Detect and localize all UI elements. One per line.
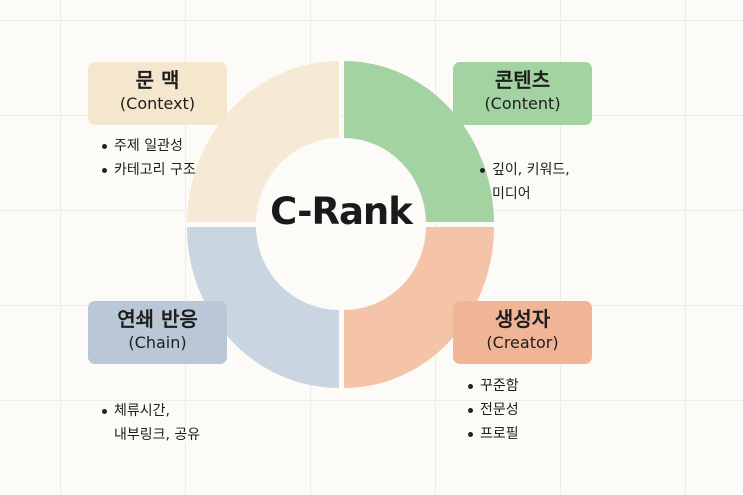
content-bullets: 깊이, 키워드, 미디어 — [478, 134, 570, 230]
creator-title: 생성자 — [494, 307, 551, 331]
chain-subtitle: (Chain) — [128, 333, 187, 352]
list-item: 꾸준함 — [466, 374, 519, 398]
context-subtitle: (Context) — [119, 94, 196, 113]
card-context: 문 맥 (Context) — [88, 62, 227, 125]
card-creator: 생성자 (Creator) — [453, 301, 592, 364]
chain-bullets: 체류시간, 내부링크, 공유 — [100, 375, 200, 471]
list-item: 전문성 — [466, 398, 519, 422]
ring-segment-chain — [187, 227, 339, 388]
context-bullets: 주제 일관성 카테고리 구조 — [100, 134, 196, 182]
card-chain: 연쇄 반응 (Chain) — [88, 301, 227, 364]
creator-bullets: 꾸준함 전문성 프로필 — [466, 374, 519, 446]
list-item: 프로필 — [466, 422, 519, 446]
list-item: 카테고리 구조 — [100, 158, 196, 182]
list-item: 주제 일관성 — [100, 134, 196, 158]
ring-segment-creator — [344, 227, 494, 388]
center-label: C-Rank — [270, 190, 413, 233]
ring-segment-context — [187, 61, 339, 222]
content-subtitle: (Content) — [484, 94, 561, 113]
list-item: 체류시간, 내부링크, 공유 — [100, 399, 200, 447]
list-item: 깊이, 키워드, 미디어 — [478, 158, 570, 206]
ring-segment-content — [344, 61, 494, 222]
card-content: 콘텐츠 (Content) — [453, 62, 592, 125]
content-title: 콘텐츠 — [494, 68, 551, 92]
chain-title: 연쇄 반응 — [117, 307, 198, 331]
context-title: 문 맥 — [135, 68, 180, 92]
creator-subtitle: (Creator) — [486, 333, 559, 352]
